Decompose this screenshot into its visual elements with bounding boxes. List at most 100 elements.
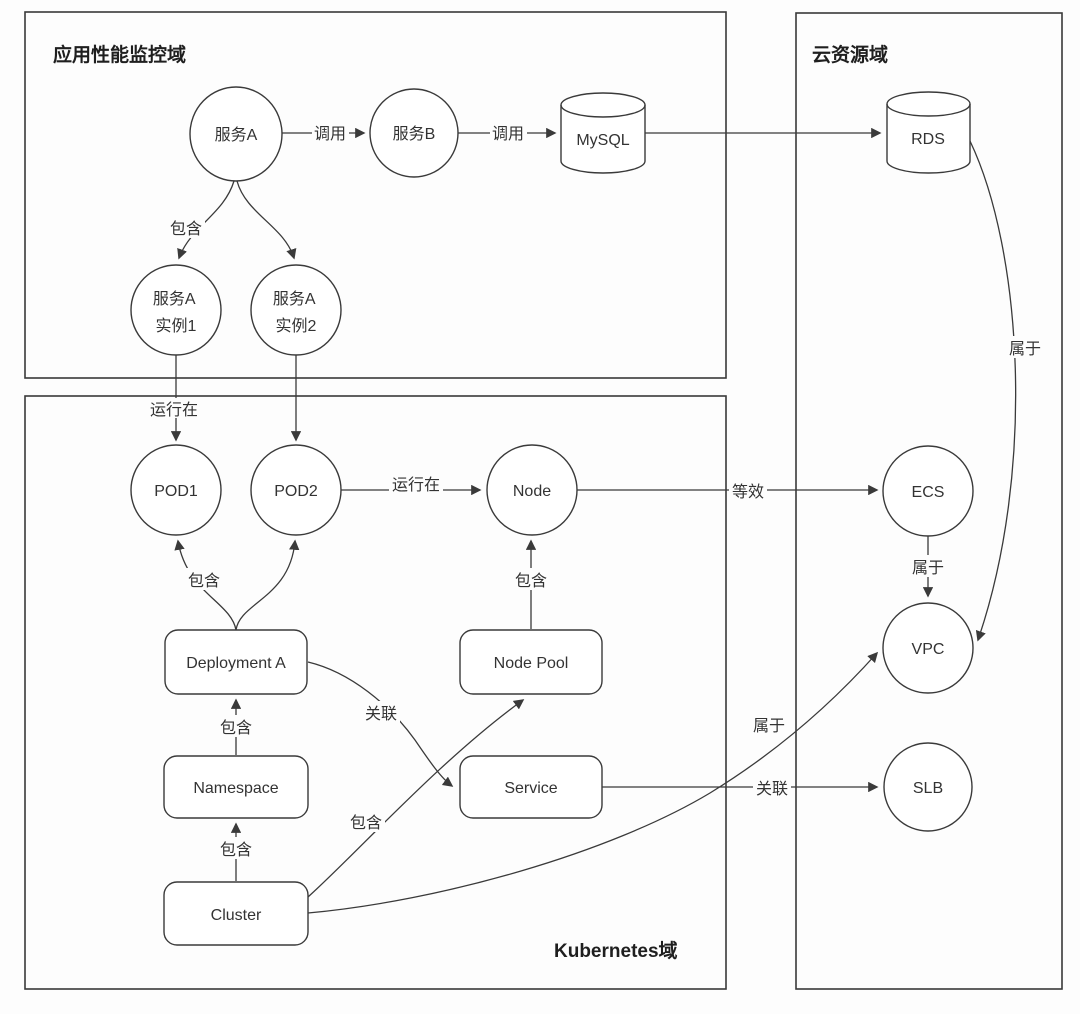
edge-service-a-contains-instance2 [236, 180, 297, 260]
edge-label-namespace-contains: 包含 [218, 715, 255, 737]
edge-label-bg [513, 568, 550, 590]
svg-text:属于: 属于 [1009, 341, 1041, 358]
svg-text:Namespace: Namespace [193, 780, 278, 797]
edge-cluster-belongs-to-vpc [307, 651, 879, 914]
svg-text:关联: 关联 [365, 705, 397, 723]
svg-text:包含: 包含 [515, 572, 547, 590]
pod2-shape [250, 444, 342, 536]
node-vpc: VPC [882, 602, 974, 694]
edge-label-bg [753, 776, 791, 798]
instance2-line2: 实例2 [276, 317, 317, 335]
apm-domain-title: 应用性能监控域 [53, 43, 186, 66]
node-node-pool: Node Pool [459, 629, 603, 695]
edge-label-bg [348, 810, 385, 832]
svg-text:Node: Node [513, 483, 551, 500]
svg-text:POD1: POD1 [154, 483, 198, 500]
edge-label-bg [490, 121, 527, 143]
svg-text:包含: 包含 [170, 220, 202, 238]
edge-label-bg [218, 715, 255, 737]
edge-label-bg [186, 568, 223, 590]
node-node: Node [486, 444, 578, 536]
edge-label-runs-on-1: 运行在 [147, 398, 201, 419]
edge-label-equiv: 等效 [729, 479, 767, 501]
edge-rds-belongs-to-vpc [969, 140, 1017, 642]
svg-text:关联: 关联 [756, 780, 788, 798]
edge-label-cluster-contains-ns: 包含 [218, 837, 255, 859]
service-b-shape [369, 88, 459, 178]
svg-text:SLB: SLB [913, 780, 943, 797]
svg-text:调用: 调用 [492, 125, 524, 143]
edge-label-bg [389, 473, 443, 494]
svg-text:属于: 属于 [912, 560, 944, 577]
kubernetes-domain-title: Kubernetes域 [554, 939, 678, 962]
edge-label-bg [312, 121, 349, 143]
instance1-line1: 服务A [153, 290, 196, 308]
node-pod1: POD1 [130, 444, 222, 536]
ecs-shape [882, 445, 974, 537]
svg-text:运行在: 运行在 [150, 401, 198, 419]
instance1-line2: 实例1 [156, 317, 197, 335]
svg-text:调用: 调用 [314, 125, 346, 143]
edge-label-bg [363, 701, 400, 723]
svg-text:服务A: 服务A [215, 126, 258, 144]
svg-text:服务B: 服务B [393, 125, 436, 143]
edge-label-bg [147, 398, 201, 418]
edge-label-bg [729, 479, 767, 501]
service-a-shape [189, 86, 283, 182]
edge-label-ecs-belongs: 属于 [909, 555, 947, 577]
node-mysql: MySQL [560, 92, 646, 174]
svg-text:等效: 等效 [732, 483, 764, 501]
edge-service-a-contains-instance1 [177, 180, 235, 260]
svg-text:包含: 包含 [350, 814, 382, 832]
svg-text:属于: 属于 [753, 718, 785, 735]
svg-text:运行在: 运行在 [392, 476, 440, 494]
service-shape [459, 755, 603, 819]
cluster-shape [163, 881, 309, 946]
edge-label-cluster-belongs: 属于 [750, 713, 788, 735]
svg-text:Deployment A: Deployment A [186, 655, 286, 672]
edge-deployment-assoc-service [307, 661, 454, 787]
svg-text:服务A 实例2: 服务A 实例2 [273, 290, 319, 335]
edge-label-bg [909, 555, 947, 577]
svg-text:服务A 实例1: 服务A 实例1 [153, 290, 199, 335]
instance1-shape [130, 264, 222, 356]
node-deployment-a: Deployment A [164, 629, 308, 695]
node-namespace: Namespace [163, 755, 309, 819]
edge-label-cluster-contains-np: 包含 [348, 810, 385, 832]
edge-label-bg [750, 713, 788, 735]
edge-cluster-contains-node-pool [307, 699, 525, 898]
node-pod2: POD2 [250, 444, 342, 536]
edge-label-assoc-service: 关联 [363, 701, 400, 723]
svg-text:Node Pool: Node Pool [494, 655, 569, 672]
svg-text:VPC: VPC [912, 641, 945, 658]
edge-label-call-2: 调用 [490, 121, 527, 143]
edge-label-bg [218, 837, 255, 859]
svg-text:Cluster: Cluster [211, 907, 262, 924]
edge-label-bg [168, 216, 205, 238]
deployment-a-shape [164, 629, 308, 695]
edge-label-node-pool-contains: 包含 [513, 568, 550, 590]
rds-cylinder-rim [886, 103, 971, 117]
node-cluster: Cluster [163, 881, 309, 946]
edge-label-bg [1006, 336, 1044, 358]
node-pool-shape [459, 629, 603, 695]
namespace-shape [163, 755, 309, 819]
svg-text:POD2: POD2 [274, 483, 318, 500]
slb-shape [883, 742, 973, 832]
kubernetes-domain-box [24, 395, 727, 990]
pod1-shape [130, 444, 222, 536]
node-service-a-instance1: 服务A 实例1 [130, 264, 222, 356]
instance2-shape [250, 264, 342, 356]
edge-label-runs-on-2: 运行在 [389, 473, 443, 494]
svg-text:包含: 包含 [220, 719, 252, 737]
svg-text:包含: 包含 [188, 572, 220, 590]
node-shape [486, 444, 578, 536]
edge-label-deployment-contains: 包含 [186, 568, 223, 590]
edge-label-contains-instances: 包含 [168, 216, 205, 238]
vpc-shape [882, 602, 974, 694]
mysql-cylinder-rim [560, 104, 646, 118]
node-service: Service [459, 755, 603, 819]
node-service-b: 服务B [369, 88, 459, 178]
edge-deployment-contains-pod1 [174, 539, 237, 631]
